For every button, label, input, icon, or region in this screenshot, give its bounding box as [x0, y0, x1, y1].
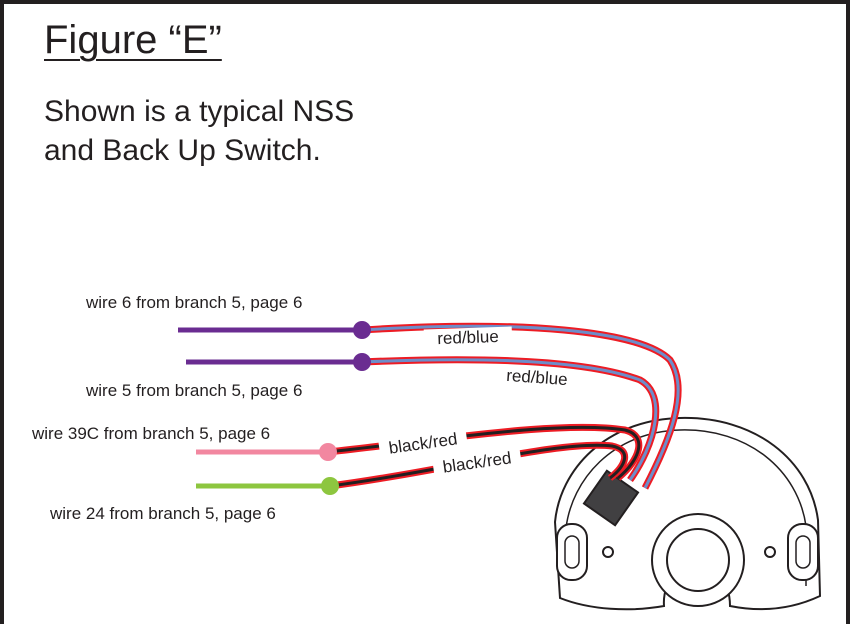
wire-color-tag: red/blue — [492, 364, 582, 392]
wire-tag-background — [378, 427, 469, 461]
wire-label: wire 6 from branch 5, page 6 — [85, 293, 302, 312]
wire-tag-background — [423, 326, 513, 350]
wire-label: wire 24 from branch 5, page 6 — [49, 504, 276, 523]
splice-dot — [321, 477, 339, 495]
left-pin-hole — [602, 546, 614, 558]
left-mount-slot-inner — [564, 535, 580, 569]
wire-2: red/blue wire 5 from branch 5, page 6 — [85, 353, 660, 483]
switch-wire-core — [361, 324, 680, 489]
switch-wire-core — [361, 358, 658, 481]
caption-line: Shown is a typical NSS — [44, 95, 355, 128]
wire-tag-background — [432, 446, 523, 480]
wire-color-tag: red/blue — [423, 326, 513, 350]
wire-4: black/red wire 24 from branch 5, page 6 — [49, 441, 628, 523]
wire-color-label: red/blue — [437, 327, 499, 348]
splice-dot — [353, 321, 371, 339]
wire-color-label: red/blue — [506, 366, 569, 389]
switch-wire-core — [329, 443, 626, 488]
caption-line: and Back Up Switch. — [44, 134, 321, 167]
wire-color-tag: black/red — [432, 446, 523, 480]
splice-dot — [353, 353, 371, 371]
center-hole — [666, 528, 730, 592]
wire-1: red/blue wire 6 from branch 5, page 6 — [85, 293, 682, 490]
right-pin-hole — [764, 546, 776, 558]
wire-label: wire 39C from branch 5, page 6 — [31, 424, 270, 443]
figure-title: Figure “E” — [44, 18, 222, 62]
right-mount-slot-inner — [795, 535, 811, 569]
connector-block — [582, 469, 640, 527]
splice-dot — [319, 443, 337, 461]
figure-caption: Shown is a typical NSS and Back Up Switc… — [44, 92, 354, 170]
wire-3: black/red wire 39C from branch 5, page 6 — [31, 423, 643, 481]
wire-label: wire 5 from branch 5, page 6 — [85, 381, 302, 400]
wire-tag-background — [492, 364, 582, 392]
